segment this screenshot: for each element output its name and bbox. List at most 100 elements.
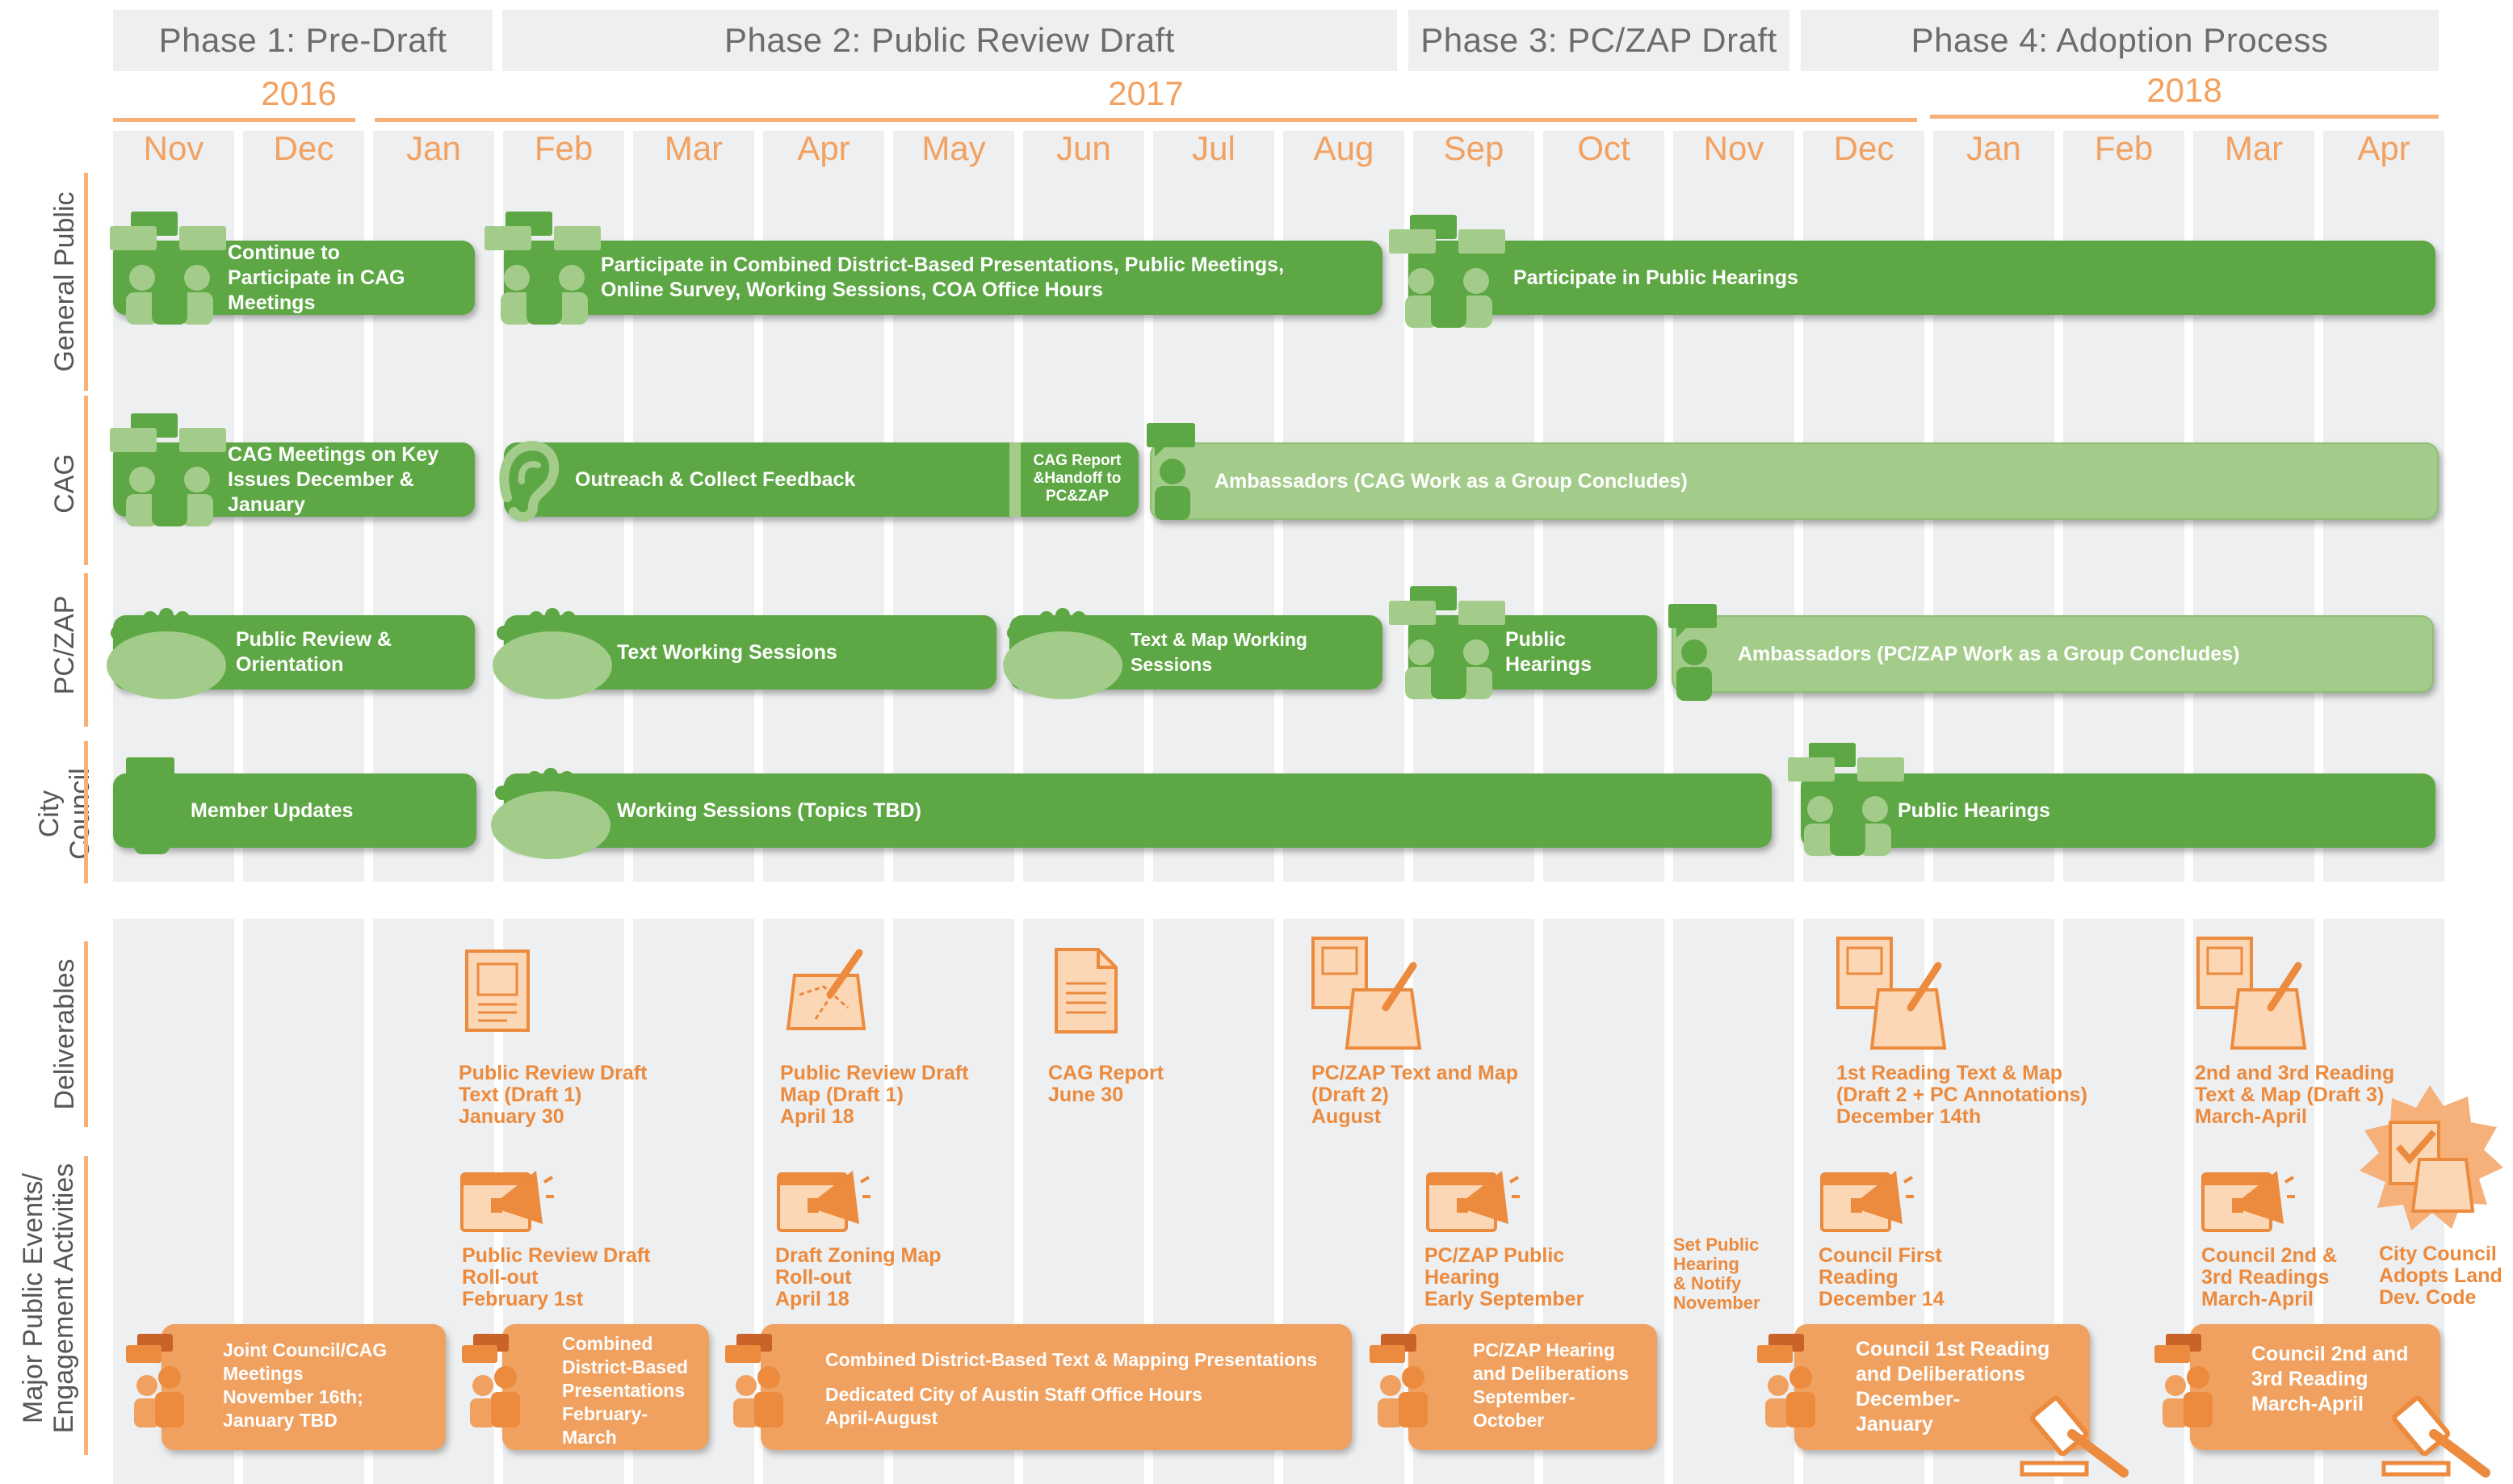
row-rule-events (84, 1156, 88, 1455)
group-people-icon (1788, 743, 1904, 856)
report-document-icon (1055, 948, 1118, 1033)
megaphone-browser-icon (460, 1171, 554, 1232)
adoption-seal-icon (2360, 1085, 2503, 1230)
deliverable-1st-reading: 1st Reading Text & Map(Draft 2 + PC Anno… (1836, 1062, 2087, 1128)
row-rule-cag (84, 396, 88, 565)
month-label: Dec (1833, 129, 1894, 167)
document-text-icon (465, 950, 530, 1032)
bar-gp-combined-presentations: Participate in Combined District-Based P… (504, 241, 1382, 315)
ear-icon (499, 441, 559, 522)
gavel-icon (2381, 1395, 2490, 1478)
map-pencil-icon (786, 949, 866, 1030)
month-label: Nov (143, 129, 204, 167)
group-people-icon (110, 413, 226, 526)
group-people-icon (110, 212, 226, 325)
cag-report-divider (1009, 442, 1021, 517)
row-label-general-public: General Public (49, 191, 80, 372)
row-rule-pczap (84, 573, 88, 727)
bar-gp-public-hearings: Participate in Public Hearings (1408, 241, 2435, 315)
bar-pz-text-map-working: Text & Map Working Sessions (1009, 615, 1382, 690)
crowd-icon (491, 768, 610, 859)
month-label: Dec (273, 129, 334, 167)
row-label-deliverables: Deliverables (49, 958, 80, 1110)
council-line-2: Council (65, 768, 95, 860)
group-people-icon (1389, 586, 1505, 699)
month-label: Feb (2094, 129, 2154, 167)
month-label: Oct (1577, 129, 1630, 167)
month-label: Feb (534, 129, 594, 167)
event-text-mapping-presentations: Combined District-Based Text & Mapping P… (761, 1324, 1352, 1450)
month-label: Jan (1966, 129, 2021, 167)
gavel-icon (2020, 1395, 2129, 1478)
megaphone-browser-icon (2201, 1171, 2295, 1232)
orange-group-icon (2154, 1334, 2238, 1427)
year-2018: 2018 (2146, 71, 2222, 109)
crowd-icon (1003, 608, 1122, 699)
ambassador-person-icon (1147, 423, 1195, 520)
month-label: Aug (1313, 129, 1374, 167)
month-label: Apr (2357, 129, 2410, 167)
month-label: Jun (1056, 129, 1111, 167)
megaphone-browser-icon (1426, 1171, 1520, 1232)
group-people-icon (485, 212, 601, 325)
row-label-cag: CAG (49, 454, 80, 514)
row-rule-general-public (84, 173, 88, 391)
bar-cag-outreach: Outreach & Collect Feedback (504, 442, 1139, 517)
bar-pz-ambassadors: Ambassadors (PC/ZAP Work as a Group Conc… (1672, 615, 2434, 693)
megaphone-browser-icon (1820, 1171, 1914, 1232)
year-2016: 2016 (261, 74, 337, 112)
month-label: Mar (2224, 129, 2284, 167)
orange-group-icon (126, 1334, 210, 1427)
text-and-map-icon (1836, 937, 1947, 1050)
phase-3-header: Phase 3: PC/ZAP Draft (1408, 10, 1789, 71)
year-2017: 2017 (1108, 74, 1184, 112)
month-label: Sep (1443, 129, 1504, 167)
phase-1-header: Phase 1: Pre-Draft (113, 10, 493, 71)
group-people-icon (1389, 215, 1505, 328)
bar-cc-working-sessions: Working Sessions (Topics TBD) (504, 773, 1772, 848)
megaphone-browser-icon (777, 1171, 871, 1232)
orange-group-icon (462, 1334, 546, 1427)
year-2017-rule (375, 118, 1917, 122)
month-label: Jan (406, 129, 461, 167)
row-label-pczap: PC/ZAP (49, 595, 80, 695)
month-label: Jul (1192, 129, 1236, 167)
row-label-events: Major Public Events/ Engagement Activiti… (18, 1137, 79, 1460)
ambassador-person-icon (1668, 604, 1717, 701)
events-line-1: Major Public Events/ (18, 1173, 48, 1423)
bar-cag-ambassadors: Ambassadors (CAG Work as a Group Conclud… (1150, 442, 2439, 520)
row-rule-city-council (84, 741, 88, 883)
month-label: Nov (1703, 129, 1764, 167)
events-line-2: Engagement Activities (48, 1163, 79, 1434)
cag-report-handoff-label: CAG Report &Handoff to PC&ZAP (1033, 452, 1122, 505)
bar-cc-public-hearings: Public Hearings (1801, 773, 2435, 848)
month-label: Apr (797, 129, 850, 167)
council-line-1: City (34, 790, 65, 838)
orange-group-icon (1757, 1334, 1841, 1427)
orange-group-icon (1370, 1334, 1454, 1427)
phase-4-header: Phase 4: Adoption Process (1801, 10, 2439, 71)
crowd-icon (107, 608, 226, 699)
orange-group-icon (725, 1334, 809, 1427)
text-and-map-icon (2196, 937, 2307, 1050)
month-label: Mar (664, 129, 724, 167)
crowd-icon (493, 608, 612, 699)
deliverable-pczap-draft2: PC/ZAP Text and Map(Draft 2)August (1311, 1062, 1519, 1128)
month-label: May (921, 129, 986, 167)
bar-cc-member-updates: Member Updates (113, 773, 476, 848)
year-2016-rule (113, 118, 355, 122)
